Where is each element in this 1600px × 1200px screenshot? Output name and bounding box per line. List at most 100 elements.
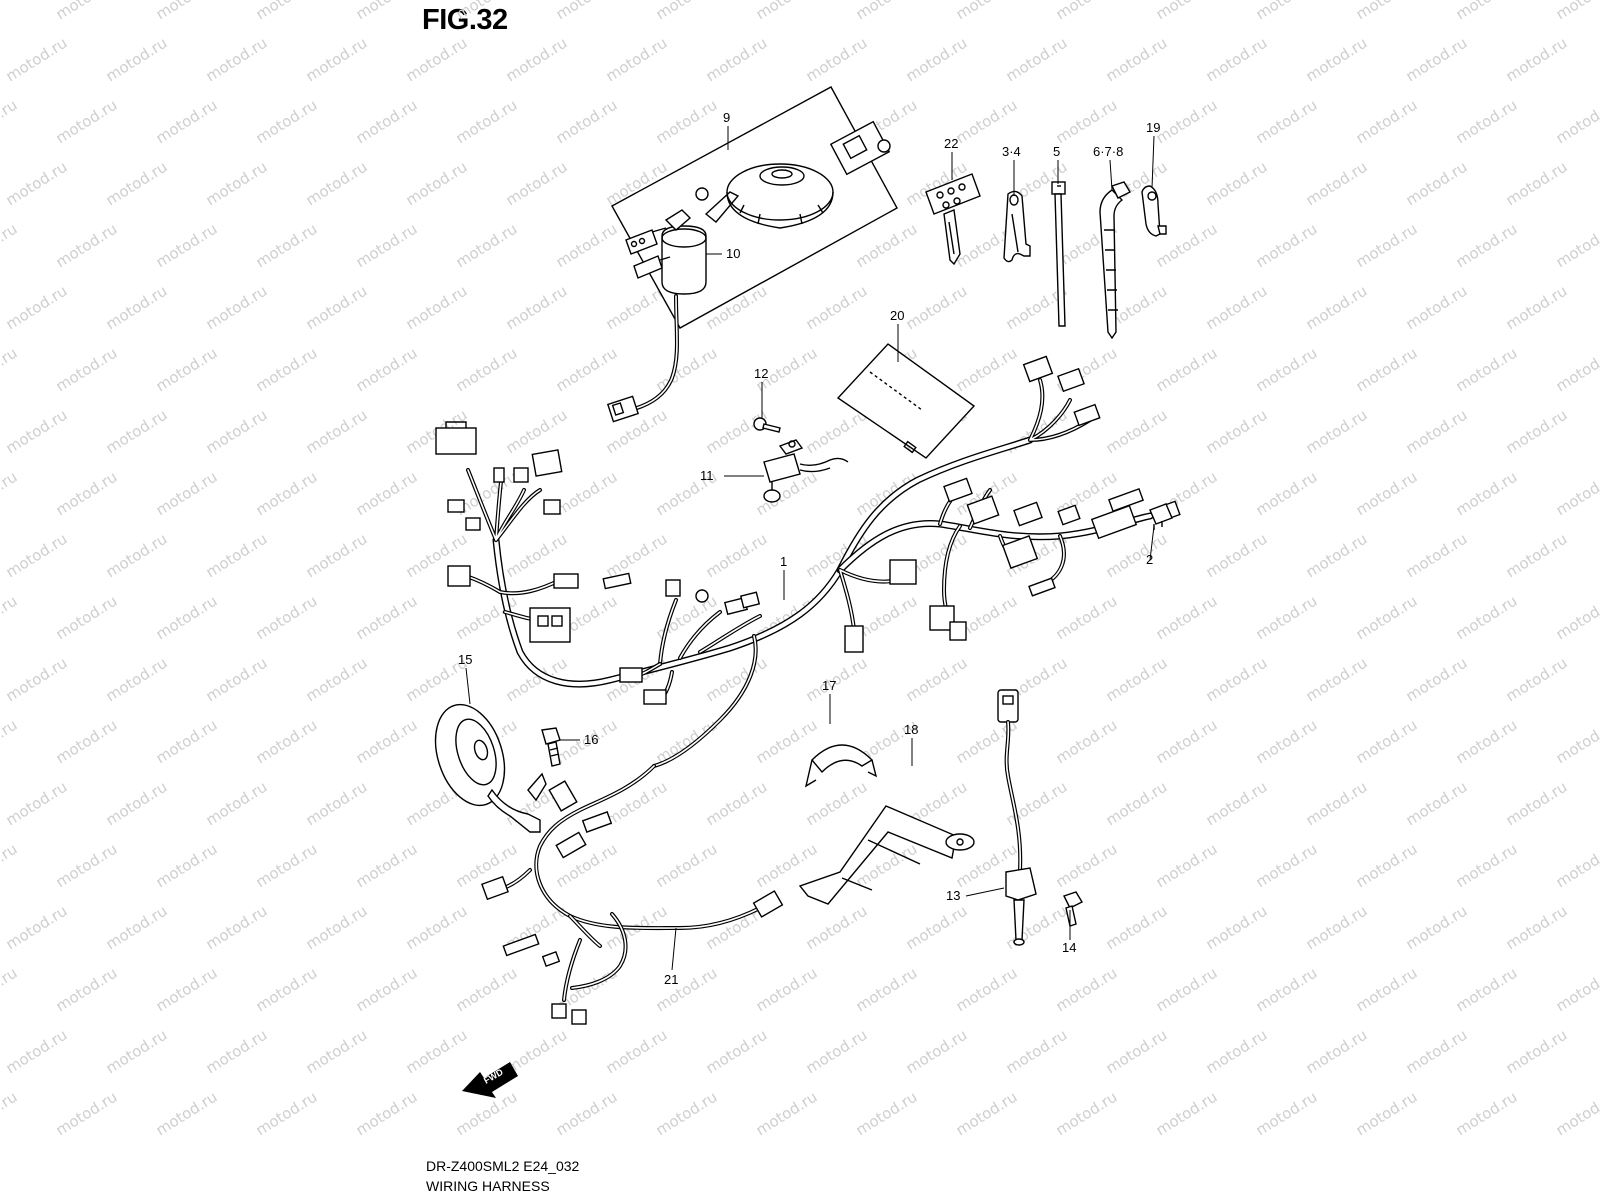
watermark-text: motod.ru: [553, 1088, 621, 1140]
watermark-text: motod.ru: [1403, 282, 1471, 334]
part-13-side-stand-switch[interactable]: [997, 689, 1037, 946]
watermark-text: motod.ru: [353, 964, 421, 1016]
watermark-text: motod.ru: [803, 1026, 871, 1078]
callout-18: 18: [904, 722, 918, 737]
watermark-text: motod.ru: [303, 406, 371, 458]
watermark-text: motod.ru: [103, 654, 171, 706]
watermark-text: motod.ru: [953, 344, 1021, 396]
watermark-text: motod.ru: [503, 406, 571, 458]
watermark-text: motod.ru: [403, 902, 471, 954]
watermark-text: motod.ru: [303, 902, 371, 954]
part-14-bolt[interactable]: [1063, 891, 1083, 927]
watermark-text: motod.ru: [1103, 902, 1171, 954]
watermark-text: motod.ru: [1253, 1088, 1321, 1140]
watermark-text: motod.ru: [3, 902, 71, 954]
watermark-text: motod.ru: [703, 778, 771, 830]
watermark-text: motod.ru: [1153, 716, 1221, 768]
part-22-key-blank[interactable]: [925, 173, 981, 266]
part-16-bolt[interactable]: [541, 727, 561, 767]
watermark-text: motod.ru: [853, 0, 921, 23]
watermark-text: motod.ru: [303, 1026, 371, 1078]
part-20-label-sheet[interactable]: [836, 343, 976, 459]
part-11-switch[interactable]: [763, 439, 849, 503]
watermark-text: motod.ru: [1503, 654, 1571, 706]
watermark-text: motod.ru: [1503, 406, 1571, 458]
watermark-text: motod.ru: [353, 1088, 421, 1140]
part-5-cable-tie[interactable]: [1051, 181, 1066, 327]
part-19-clamp[interactable]: [1141, 185, 1167, 237]
watermark-text: motod.ru: [1303, 1026, 1371, 1078]
part-21-sub-wiring-harness[interactable]: [481, 764, 784, 1025]
part-15-horn[interactable]: [423, 696, 547, 833]
watermark-text: motod.ru: [953, 0, 1021, 23]
watermark-text: motod.ru: [1353, 592, 1421, 644]
watermark-text: motod.ru: [603, 34, 671, 86]
watermark-text: motod.ru: [403, 1026, 471, 1078]
watermark-text: motod.ru: [1553, 96, 1600, 148]
watermark-text: motod.ru: [1003, 902, 1071, 954]
watermark-text: motod.ru: [1203, 158, 1271, 210]
watermark-text: motod.ru: [0, 468, 20, 520]
part-3-4-clamp[interactable]: [1003, 190, 1031, 263]
part-17-cover[interactable]: [804, 744, 878, 788]
watermark-text: motod.ru: [1103, 1026, 1171, 1078]
watermark-text: motod.ru: [753, 964, 821, 1016]
callout-13: 13: [946, 888, 960, 903]
watermark-text: motod.ru: [203, 282, 271, 334]
callout-14: 14: [1062, 940, 1076, 955]
watermark-text: motod.ru: [553, 468, 621, 520]
watermark-text: motod.ru: [1353, 840, 1421, 892]
callout-16: 16: [584, 732, 598, 747]
watermark-text: motod.ru: [1453, 96, 1521, 148]
watermark-text: motod.ru: [153, 964, 221, 1016]
watermark-text: motod.ru: [203, 902, 271, 954]
callout-11: 11: [700, 468, 714, 483]
part-6-7-8-clamp-tie[interactable]: [1099, 181, 1131, 340]
watermark-text: motod.ru: [1303, 902, 1371, 954]
watermark-text: motod.ru: [803, 778, 871, 830]
watermark-text: motod.ru: [1553, 468, 1600, 520]
watermark-text: motod.ru: [903, 1026, 971, 1078]
watermark-text: motod.ru: [453, 964, 521, 1016]
part-12-screw[interactable]: [753, 417, 781, 433]
watermark-text: motod.ru: [303, 654, 371, 706]
watermark-text: motod.ru: [953, 1088, 1021, 1140]
watermark-text: motod.ru: [203, 530, 271, 582]
watermark-text: motod.ru: [353, 592, 421, 644]
watermark-text: motod.ru: [103, 902, 171, 954]
watermark-text: motod.ru: [0, 964, 20, 1016]
watermark-text: motod.ru: [1453, 964, 1521, 1016]
watermark-text: motod.ru: [1403, 158, 1471, 210]
part-1-main-wiring-harness[interactable]: [435, 355, 1181, 768]
watermark-text: motod.ru: [153, 592, 221, 644]
part-2-fuse[interactable]: [1149, 503, 1173, 530]
watermark-text: motod.ru: [953, 96, 1021, 148]
watermark-text: motod.ru: [203, 406, 271, 458]
figure-name: WIRING HARNESS: [426, 1178, 550, 1194]
callout-5: 5: [1053, 144, 1060, 159]
watermark-text: motod.ru: [103, 1026, 171, 1078]
watermark-text: motod.ru: [1253, 0, 1321, 23]
watermark-text: motod.ru: [1353, 716, 1421, 768]
watermark-text: motod.ru: [3, 34, 71, 86]
watermark-text: motod.ru: [253, 840, 321, 892]
watermark-text: motod.ru: [553, 344, 621, 396]
watermark-text: motod.ru: [1503, 902, 1571, 954]
watermark-text: motod.ru: [153, 716, 221, 768]
watermark-text: motod.ru: [503, 282, 571, 334]
watermark-text: motod.ru: [553, 0, 621, 23]
part-18-bracket[interactable]: [798, 805, 975, 905]
watermark-text: motod.ru: [1303, 530, 1371, 582]
watermark-text: motod.ru: [0, 344, 20, 396]
watermark-text: motod.ru: [1303, 406, 1371, 458]
watermark-text: motod.ru: [3, 654, 71, 706]
watermark-text: motod.ru: [1503, 282, 1571, 334]
part-9-ignition-switch-set[interactable]: [606, 86, 898, 423]
watermark-text: motod.ru: [53, 468, 121, 520]
watermark-text: motod.ru: [203, 778, 271, 830]
watermark-text: motod.ru: [0, 716, 20, 768]
watermark-text: motod.ru: [353, 96, 421, 148]
watermark-text: motod.ru: [3, 282, 71, 334]
watermark-text: motod.ru: [1453, 0, 1521, 23]
